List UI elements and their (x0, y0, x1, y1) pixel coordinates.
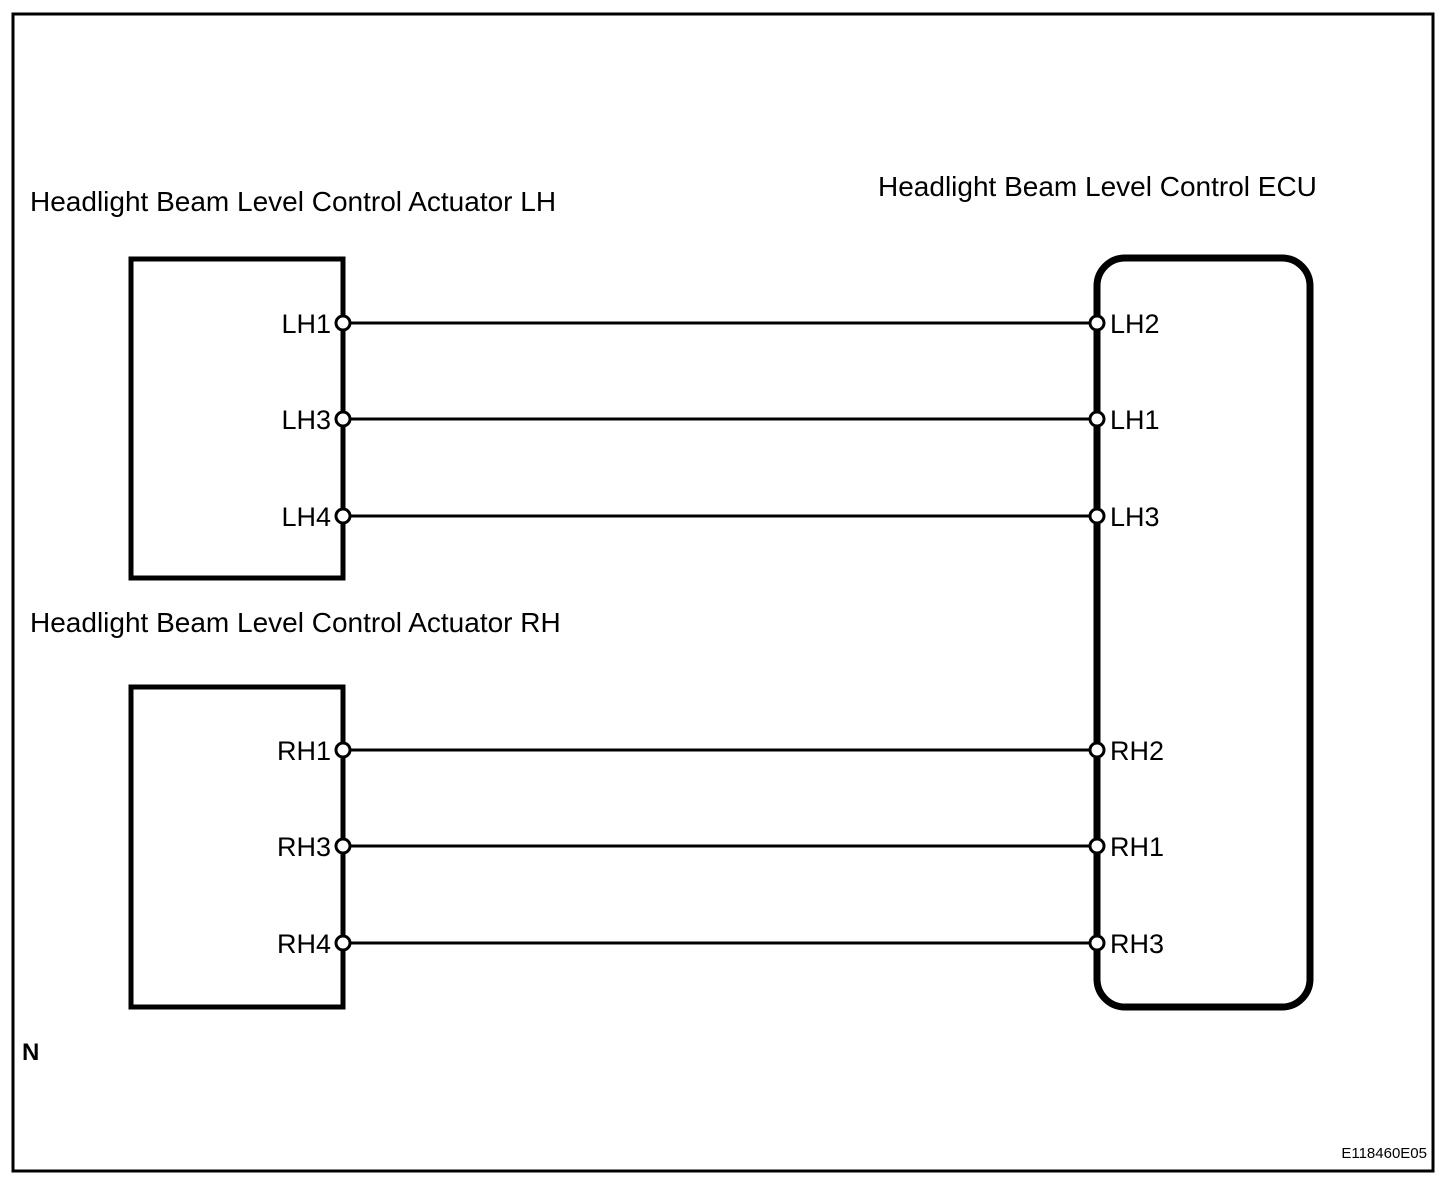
pin-label-ecu-lh2: LH2 (1110, 309, 1160, 339)
note-letter: N (22, 1039, 39, 1066)
pin-label-actuator-rh4: RH4 (277, 929, 331, 959)
pin-label-actuator-lh3: LH3 (281, 405, 331, 435)
terminal-actuator-rh1 (334, 741, 352, 759)
terminal-ecu-rh1 (1088, 837, 1106, 855)
pin-label-actuator-lh4: LH4 (281, 502, 331, 532)
pin-label-ecu-rh2: RH2 (1110, 736, 1164, 766)
terminal-ecu-rh2 (1088, 741, 1106, 759)
terminal-actuator-rh4 (334, 934, 352, 952)
terminal-actuator-lh3 (334, 410, 352, 428)
terminal-actuator-lh1 (334, 314, 352, 332)
pin-label-actuator-lh1: LH1 (281, 309, 331, 339)
terminal-ecu-lh2 (1088, 314, 1106, 332)
ecu-box (1093, 254, 1314, 1011)
terminal-ecu-rh3 (1088, 934, 1106, 952)
figure-code: E118460E05 (1341, 1145, 1427, 1162)
actuator-lh-title: Headlight Beam Level Control Actuator LH (30, 186, 556, 217)
pin-label-ecu-rh1: RH1 (1110, 832, 1164, 862)
terminal-ecu-lh3 (1088, 507, 1106, 525)
pin-label-actuator-rh1: RH1 (277, 736, 331, 766)
pin-label-actuator-rh3: RH3 (277, 832, 331, 862)
pin-label-ecu-rh3: RH3 (1110, 929, 1164, 959)
actuator-rh-title: Headlight Beam Level Control Actuator RH (30, 607, 561, 638)
page-border (11, 12, 1435, 1173)
terminal-ecu-lh1 (1088, 410, 1106, 428)
ecu-title: Headlight Beam Level Control ECU (878, 171, 1317, 202)
terminal-actuator-rh3 (334, 837, 352, 855)
pin-label-ecu-lh3: LH3 (1110, 502, 1160, 532)
terminal-actuator-lh4 (334, 507, 352, 525)
pin-label-ecu-lh1: LH1 (1110, 405, 1160, 435)
